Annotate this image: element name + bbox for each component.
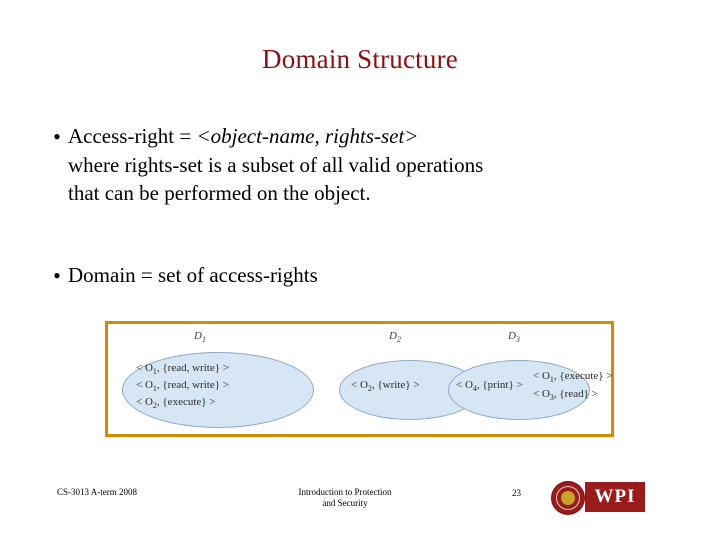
access-right-tuple: <object-name, rights-set> (196, 124, 419, 148)
footer-topic-line-1: Introduction to Protection (298, 487, 392, 497)
footer-topic-line-2: and Security (322, 498, 368, 508)
bullet-line-2: where rights-set is a subset of all vali… (68, 151, 686, 179)
where-label: where (68, 153, 125, 177)
access-right-entry: < O2, {execute} > (136, 396, 216, 411)
access-right-entry: < O2, {write} > (351, 379, 420, 394)
bullet-item-domain: • Domain = set of access-rights (46, 261, 686, 290)
domain-ellipse-d3 (448, 360, 590, 420)
domain-label-d1: D1 (194, 330, 206, 345)
figure-canvas: D1 D2 D3 < O1, {read, write} > < O1, {re… (108, 324, 613, 434)
wpi-seal-icon (551, 481, 585, 515)
footer-course-label: CS-3013 A-term 2008 (57, 487, 137, 497)
wpi-logo: WPI (551, 481, 645, 515)
domain-label-d3: D3 (508, 330, 520, 345)
access-right-entry: < O1, {read, write} > (136, 379, 229, 394)
domain-ellipse-d1 (122, 352, 314, 428)
wpi-seal-ring (556, 486, 580, 510)
access-right-entry: < O4, {print} > (456, 379, 523, 394)
rights-set-term: rights-set (124, 153, 203, 177)
access-right-label: Access-right = (68, 124, 197, 148)
bullet-text: Access-right = <object-name, rights-set> (68, 122, 686, 150)
bullet-row: • Access-right = <object-name, rights-se… (46, 122, 686, 151)
bullet-item-access-right: • Access-right = <object-name, rights-se… (46, 122, 686, 207)
page-number: 23 (512, 488, 521, 498)
access-right-entry: < O1, {execute} > (533, 370, 613, 385)
rights-set-desc: is a subset of all valid operations (202, 153, 484, 177)
access-right-entry: < O3, {read} > (533, 388, 598, 403)
bullet-marker-icon: • (53, 263, 61, 288)
wpi-logo-text: WPI (585, 482, 645, 512)
bullet-row: • Domain = set of access-rights (46, 261, 686, 290)
domain-label-d2: D2 (389, 330, 401, 345)
bullet-text: Domain = set of access-rights (68, 263, 318, 287)
footer-topic-label: Introduction to Protection and Security (240, 487, 450, 509)
bullet-marker-icon: • (53, 124, 61, 149)
access-right-entry: < O1, {read, write} > (136, 362, 229, 377)
domain-structure-figure: D1 D2 D3 < O1, {read, write} > < O1, {re… (105, 321, 614, 437)
bullet-line-3: that can be performed on the object. (68, 181, 371, 205)
wpi-seal-core (561, 491, 575, 505)
page-title: Domain Structure (262, 44, 458, 74)
